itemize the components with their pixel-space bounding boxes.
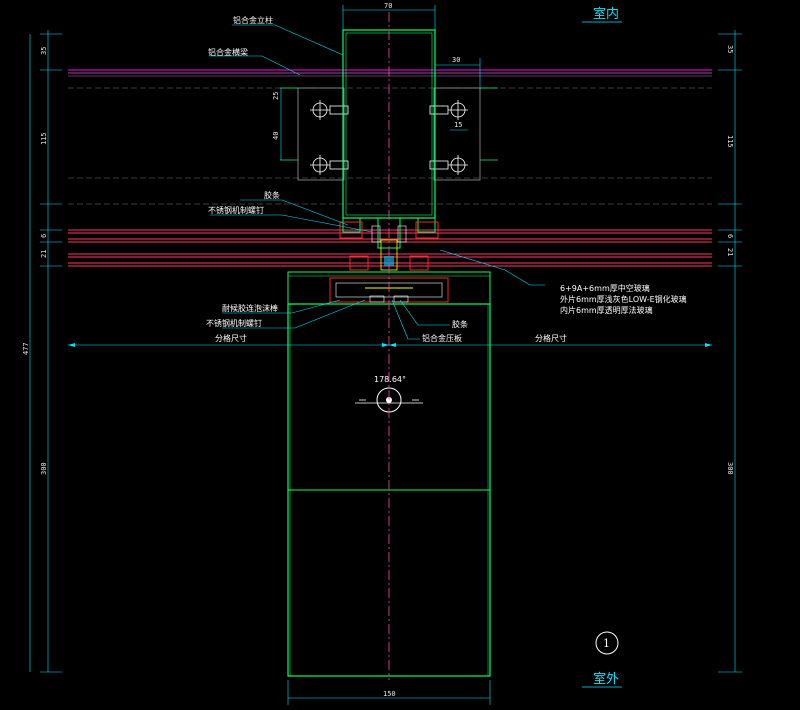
dim-bracket-gap: 15 xyxy=(454,121,462,129)
label-gasket-bottom: 胶条 xyxy=(452,319,468,329)
left-dimension-chain xyxy=(29,30,62,673)
label-gasket-top: 胶条 xyxy=(264,190,280,200)
dim-left-115: 115 xyxy=(40,132,48,145)
leader-lines xyxy=(210,24,545,340)
dim-bolt-pitch-b: 40 xyxy=(272,132,280,140)
label-glass-1: 6+9A+6mm厚中空玻璃 xyxy=(560,283,650,293)
top-width-dimension xyxy=(342,5,481,131)
glass-panes xyxy=(68,229,712,267)
label-screw-top: 不锈钢机制螺钉 xyxy=(208,205,264,215)
label-module-left: 分格尺寸 xyxy=(215,333,247,343)
room-outdoor-label: 室外 xyxy=(593,671,619,687)
dim-left-300: 300 xyxy=(40,462,48,475)
label-foam-rod: 耐候胶连泡沫棒 xyxy=(222,303,278,313)
dim-right-35: 35 xyxy=(726,45,734,53)
dim-top-width: 70 xyxy=(384,2,392,10)
bolt-group xyxy=(310,100,468,175)
bottom-width-dimension xyxy=(287,680,491,705)
dim-bracket-width: 30 xyxy=(452,56,460,64)
dim-bottom-width: 150 xyxy=(383,690,396,698)
dim-right-115: 115 xyxy=(726,135,734,148)
bracket-left xyxy=(280,87,345,181)
dim-left-477: 477 xyxy=(22,342,30,355)
bracket-right xyxy=(433,87,498,181)
label-module-right: 分格尺寸 xyxy=(535,333,567,343)
dim-right-6: 6 xyxy=(726,234,734,238)
dim-bolt-pitch-a: 25 xyxy=(272,92,280,100)
dim-right-300: 300 xyxy=(726,462,734,475)
dim-right-21: 21 xyxy=(726,248,734,256)
label-screw-bottom: 不锈钢机制螺钉 xyxy=(206,318,262,328)
label-transom: 铝合金横梁 xyxy=(208,47,248,57)
detail-number: 1 xyxy=(603,637,610,650)
dim-left-35: 35 xyxy=(40,47,48,55)
label-angle: 178.64° xyxy=(374,375,406,384)
label-glass-3: 内片6mm厚透明厚法玻璃 xyxy=(560,305,653,315)
room-indoor-label: 室内 xyxy=(593,6,619,22)
label-glass-2: 外片6mm厚浅灰色LOW-E钢化玻璃 xyxy=(560,294,687,304)
dim-left-6: 6 xyxy=(40,234,48,238)
detail-circle xyxy=(595,631,619,655)
module-dimension xyxy=(68,343,712,347)
label-mullion: 铝合金立柱 xyxy=(233,15,273,25)
right-dimension-chain xyxy=(718,30,742,673)
dim-left-21: 21 xyxy=(40,250,48,258)
slab-band xyxy=(68,69,712,205)
label-pressure-plate: 铝合金压板 xyxy=(422,333,462,343)
